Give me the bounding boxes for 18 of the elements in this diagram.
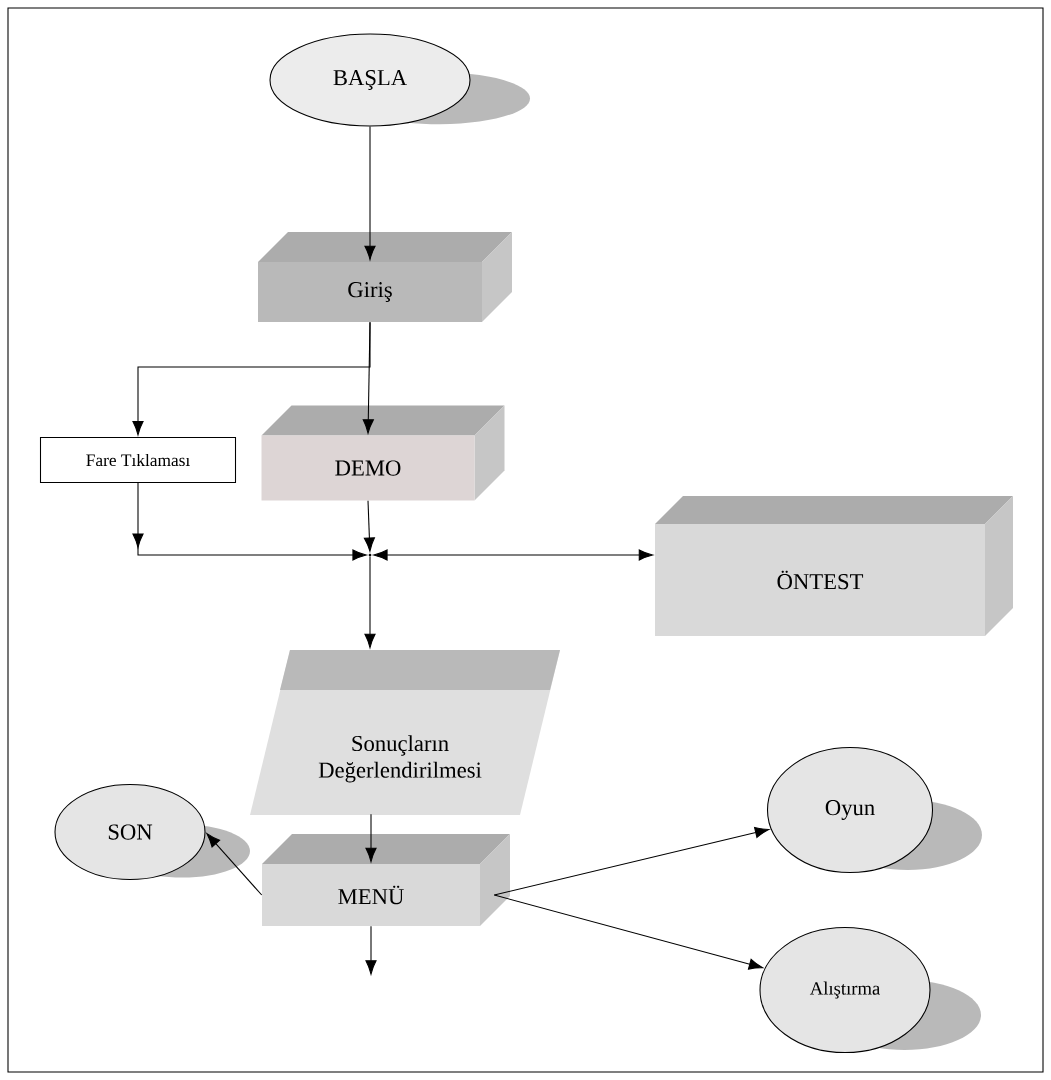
arrow [132, 321, 371, 436]
process-box: Fare Tıklaması [39, 436, 237, 484]
data-parallelogram: Sonuçların Değerlendirilmesi [250, 650, 560, 815]
junction-point [368, 553, 372, 557]
process-box: Giriş [258, 232, 512, 322]
arrow [493, 827, 770, 896]
process-box: MENÜ [262, 834, 510, 926]
arrow [132, 482, 367, 561]
arrow [206, 833, 263, 896]
process-box: ÖNTEST [655, 496, 1013, 636]
arrow [365, 813, 377, 863]
arrow [493, 894, 764, 970]
arrow [364, 126, 376, 261]
arrow [363, 500, 376, 552]
arrow [373, 549, 654, 561]
arrow [365, 925, 377, 975]
process-box: DEMO [261, 405, 505, 501]
arrow [364, 556, 376, 649]
